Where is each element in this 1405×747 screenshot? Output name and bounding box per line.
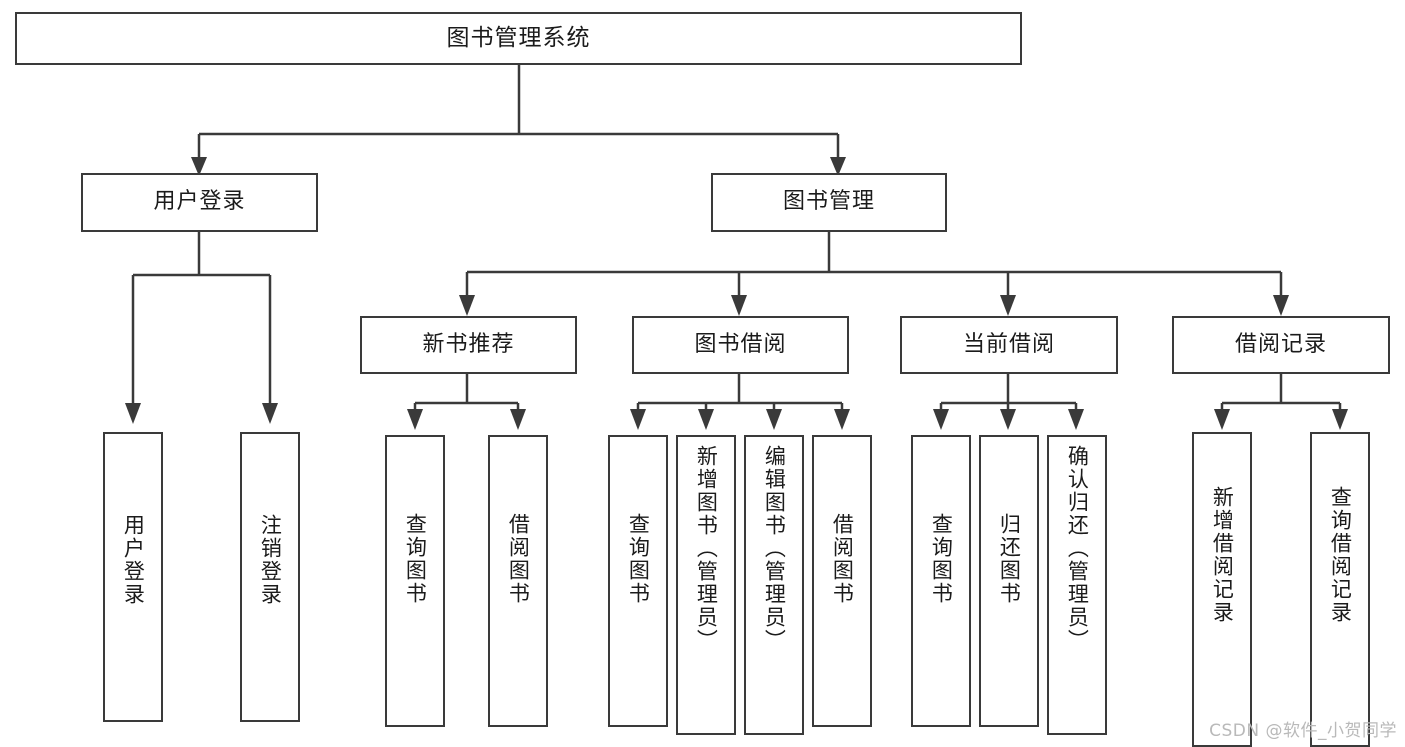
node-label: 用户登录 [153,189,246,215]
node-leaf-confirm-return-admin[interactable]: 确认归还（管理员） [1047,435,1107,735]
node-leaf-user-login[interactable]: 用户登录 [103,432,163,722]
node-label: 归还图书 [997,513,1022,605]
node-leaf-add-book-admin[interactable]: 新增图书（管理员） [676,435,736,735]
node-book-borrow[interactable]: 图书借阅 [632,316,849,374]
node-label: 注销登录 [258,514,283,606]
node-label: 借阅图书 [830,513,855,605]
node-label: 新增借阅记录 [1210,486,1235,624]
node-root-system[interactable]: 图书管理系统 [15,12,1022,65]
node-leaf-borrow-book-recommend[interactable]: 借阅图书 [488,435,548,727]
node-book-management[interactable]: 图书管理 [711,173,947,232]
node-leaf-query-book-recommend[interactable]: 查询图书 [385,435,445,727]
node-label: 当前借阅 [962,331,1055,357]
node-label: 确认归还（管理员） [1065,445,1090,652]
node-label: 借阅记录 [1234,331,1327,357]
node-label: 查询图书 [403,513,428,605]
watermark-text: CSDN @软件_小贺同学 [1209,721,1397,741]
node-label: 新书推荐 [422,331,515,357]
node-leaf-edit-book-admin[interactable]: 编辑图书（管理员） [744,435,804,735]
node-leaf-return-book[interactable]: 归还图书 [979,435,1039,727]
node-new-book-recommend[interactable]: 新书推荐 [360,316,577,374]
node-label: 图书管理 [782,189,875,215]
node-label: 查询借阅记录 [1328,486,1353,624]
node-label: 图书借阅 [694,331,787,357]
node-leaf-query-book-borrow[interactable]: 查询图书 [608,435,668,727]
node-borrow-record[interactable]: 借阅记录 [1172,316,1390,374]
node-user-login[interactable]: 用户登录 [81,173,318,232]
node-current-borrow[interactable]: 当前借阅 [900,316,1118,374]
node-label: 图书管理系统 [446,24,591,51]
node-label: 查询图书 [626,513,651,605]
node-leaf-logout[interactable]: 注销登录 [240,432,300,722]
node-leaf-borrow-book[interactable]: 借阅图书 [812,435,872,727]
node-label: 新增图书（管理员） [694,445,719,652]
node-label: 用户登录 [121,514,146,606]
node-label: 借阅图书 [506,513,531,605]
node-leaf-add-borrow-record[interactable]: 新增借阅记录 [1192,432,1252,747]
node-label: 查询图书 [929,513,954,605]
node-leaf-query-book-current[interactable]: 查询图书 [911,435,971,727]
node-label: 编辑图书（管理员） [762,445,787,652]
node-leaf-query-borrow-record[interactable]: 查询借阅记录 [1310,432,1370,747]
